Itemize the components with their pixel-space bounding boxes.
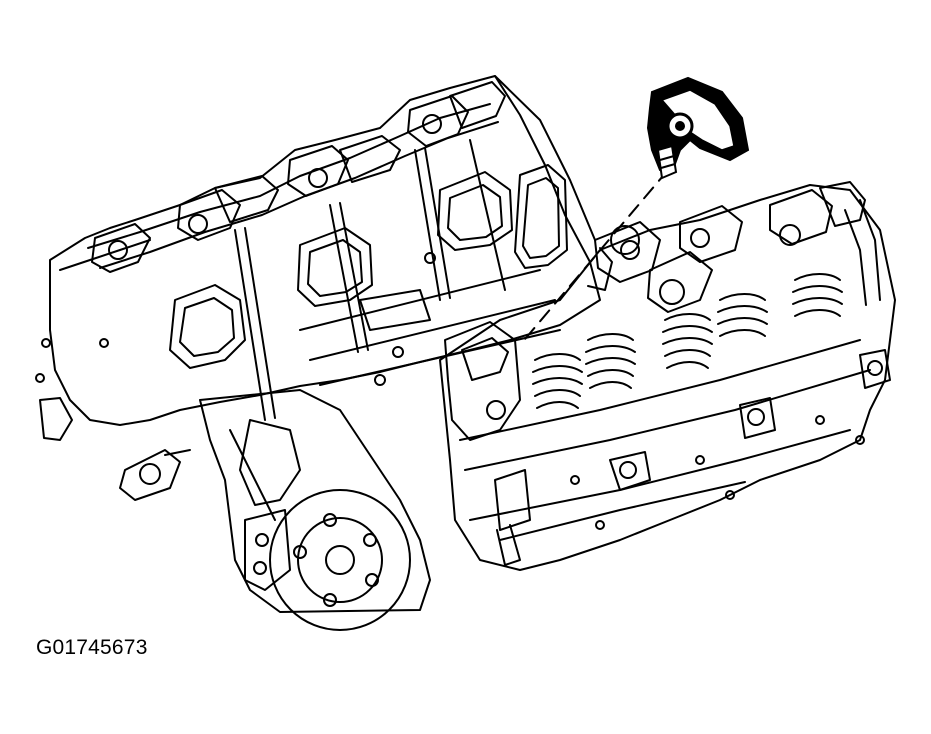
timing-cover bbox=[199, 389, 431, 613]
figure-id-label: G01745673 bbox=[36, 636, 148, 659]
right-cylinder-head bbox=[439, 184, 896, 571]
crankshaft-hub bbox=[269, 489, 411, 631]
rocker-arm-tool bbox=[646, 76, 750, 180]
right-head-ribs bbox=[844, 199, 881, 306]
left-sensor bbox=[119, 449, 191, 501]
installation-leader-line bbox=[519, 169, 669, 346]
right-rocker-arms bbox=[444, 181, 866, 441]
valley-pushrods bbox=[234, 139, 561, 421]
left-rocker-arms bbox=[91, 81, 506, 273]
valve-springs bbox=[532, 273, 843, 409]
